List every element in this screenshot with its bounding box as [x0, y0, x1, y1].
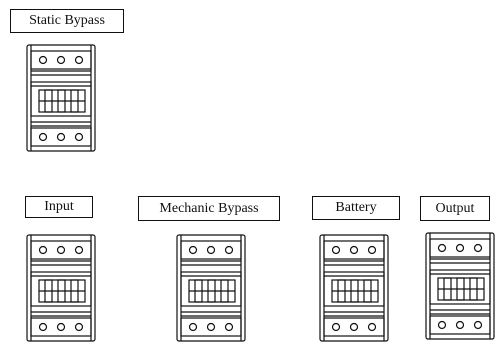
mechanic-bypass-breaker-icon — [175, 234, 247, 342]
static-bypass-breaker-icon — [25, 44, 97, 152]
battery-label: Battery — [312, 196, 400, 220]
mechanic-bypass-label: Mechanic Bypass — [138, 196, 280, 221]
battery-breaker-icon — [318, 234, 390, 342]
input-breaker-icon — [25, 234, 97, 342]
static-bypass-label: Static Bypass — [10, 9, 124, 33]
output-label: Output — [420, 196, 490, 221]
input-label: Input — [25, 196, 93, 218]
output-breaker-icon — [424, 232, 496, 340]
